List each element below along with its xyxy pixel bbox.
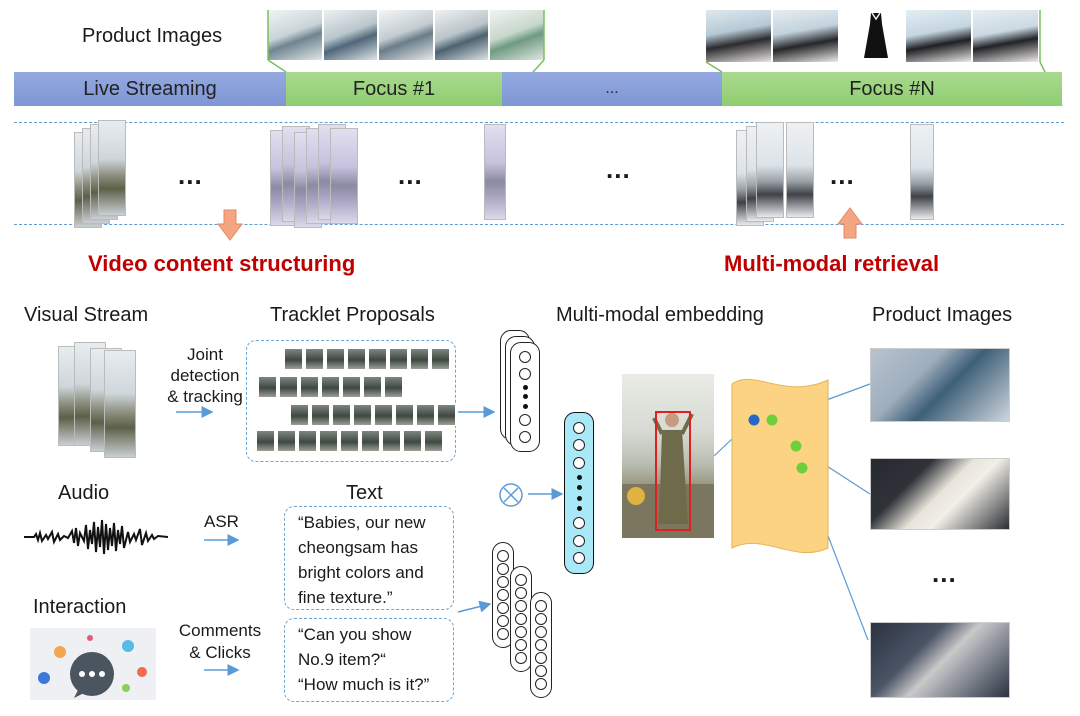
frames-ellipsis-3: ... [606,154,631,184]
comment-quote: “Can you show No.9 item?“ “How much is i… [298,625,430,694]
comments-clicks-label: Comments & Clicks [178,621,262,662]
focusN-product-image-strip-b [906,10,1038,62]
comment-text-box [284,618,454,702]
timeline-focus-1: Focus #1 [286,72,502,106]
timeline-live-streaming: Live Streaming [14,72,286,106]
frames-ellipsis-1: ... [178,160,203,190]
frames-ellipsis-4: ... [830,160,855,190]
text-feature-vector-2 [510,566,532,672]
tracklet-strip-1 [284,348,450,370]
down-arrow-structuring [217,209,243,241]
multimodal-embedding-label: Multi-modal embedding [556,304,764,326]
product-image-result-3 [870,622,1010,698]
multi-modal-retrieval-title: Multi-modal retrieval [724,251,940,276]
audio-waveform [24,519,168,555]
speech-quote: “Babies, our new cheongsam has bright co… [298,513,426,607]
focusN-product-image-strip-a [706,10,838,62]
embedding-space [731,378,829,554]
dashed-line-upper [14,122,1064,123]
timeline-focus-n: Focus #N [722,72,1062,106]
product-results-ellipsis: ... [932,558,957,588]
visual-feature-vector [510,342,540,452]
timeline-middle-ellipsis: ... [502,72,722,106]
speech-text-box [284,506,454,610]
top-product-images-label: Product Images [82,25,223,47]
video-content-structuring-title: Video content structuring [88,251,356,276]
tracklet-strip-3 [290,404,456,426]
frame-focus1-last [484,124,506,220]
visual-stream-label: Visual Stream [24,304,149,326]
fused-multimodal-vector [564,412,594,574]
text-feature-vector-3 [530,592,552,698]
product-image-result-2 [870,458,1010,530]
product-image-result-1 [870,348,1010,422]
detected-person-frame [622,374,714,538]
joint-detection-label: Joint detection & tracking [167,345,243,406]
up-arrow-retrieval [837,207,863,239]
frames-ellipsis-2: ... [398,160,423,190]
tracklet-proposals-label: Tracklet Proposals [270,304,435,326]
dashed-line-lower [14,224,1064,225]
asr-label: ASR [204,512,239,531]
frame-focusN-last [910,124,934,220]
interaction-illustration [30,628,156,700]
bottom-product-images-label: Product Images [872,304,1013,326]
focusN-product-image-dress [858,10,894,62]
tracklet-strip-4 [256,430,443,452]
focus1-product-image-strip [268,10,544,60]
audio-label: Audio [58,482,110,504]
fusion-otimes-icon [499,483,523,507]
text-title: Text [346,482,383,504]
tracklet-strip-2 [258,376,403,398]
interaction-label: Interaction [33,596,127,618]
tracklet-proposals-box [246,340,456,462]
